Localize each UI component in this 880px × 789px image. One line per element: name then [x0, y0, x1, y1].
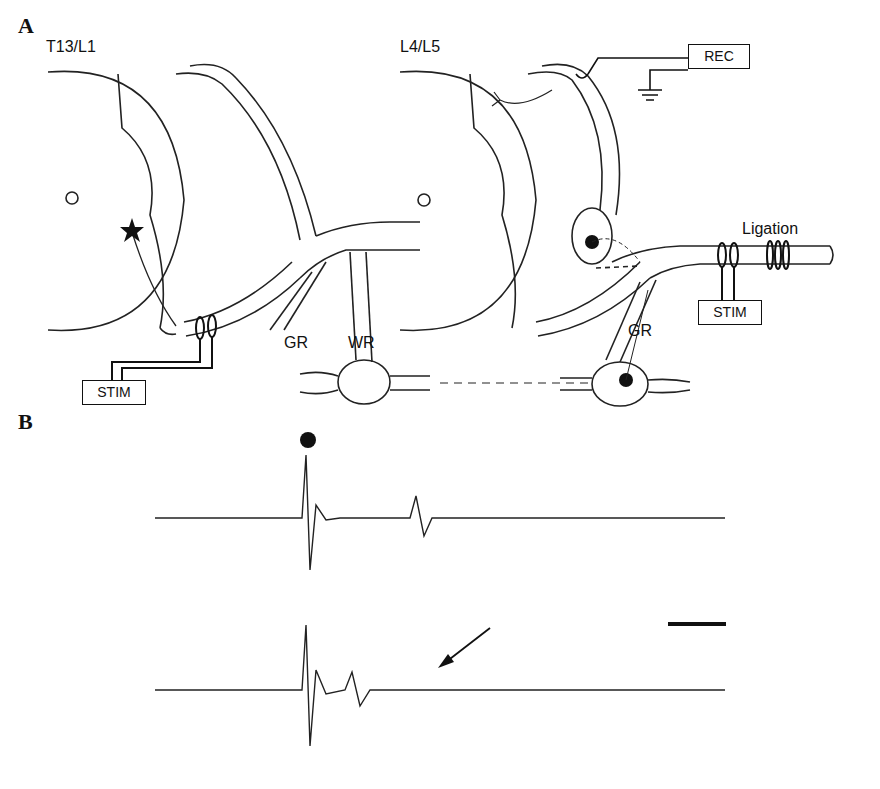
right-electrode: [718, 243, 738, 300]
left-cord: [48, 65, 590, 405]
ramus-label: GR: [628, 322, 652, 340]
box-label: REC: [704, 48, 734, 64]
ramus-label: WR: [348, 334, 375, 352]
spike-marker: [300, 432, 316, 448]
stimulator-box: STIM: [698, 300, 762, 325]
rec-electrode: [576, 58, 688, 100]
recorder-box: REC: [688, 44, 750, 69]
arrow: [438, 628, 490, 668]
panel-letter: B: [18, 410, 33, 434]
ligation-label: Ligation: [742, 220, 798, 238]
level-label: T13/L1: [46, 38, 96, 56]
box-label: STIM: [97, 384, 130, 400]
neuron-star: [120, 218, 144, 242]
stimulator-box: STIM: [82, 380, 146, 405]
scale-bar: [668, 622, 726, 626]
traces: [155, 455, 725, 746]
ligation: [767, 241, 789, 269]
level-label: L4/L5: [400, 38, 440, 56]
right-cord: [400, 64, 833, 406]
left-electrode: [112, 315, 216, 380]
ramus-label: GR: [284, 334, 308, 352]
box-label: STIM: [713, 304, 746, 320]
panel-letter: A: [18, 14, 34, 38]
